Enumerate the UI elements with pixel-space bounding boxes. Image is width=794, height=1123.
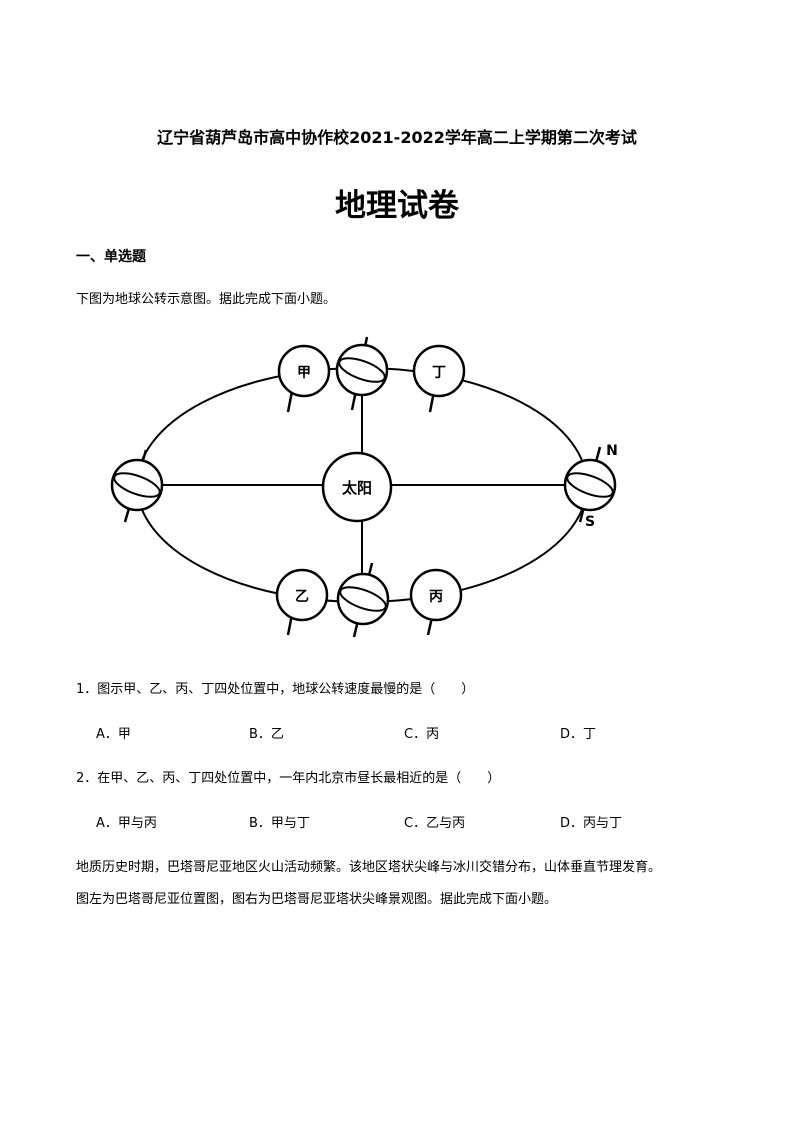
label-yi: 乙	[295, 589, 309, 605]
passage-line-1: 地质历史时期，巴塔哥尼亚地区火山活动频繁。该地区塔状尖峰与冰川交错分布，山体垂直…	[76, 860, 662, 875]
question-2-option-a: A．甲与丙	[96, 816, 157, 831]
question-2-option-b: B．甲与丁	[249, 816, 310, 831]
earth-position-bottom	[336, 562, 390, 638]
question-2-option-c: C．乙与丙	[404, 816, 466, 831]
figure-intro-text: 下图为地球公转示意图。据此完成下面小题。	[76, 292, 337, 307]
question-2-option-d: D．丙与丁	[560, 816, 623, 831]
earth-position-top	[335, 336, 389, 411]
question-1-option-a: A．甲	[96, 727, 131, 742]
question-1-option-d: D．丁	[560, 727, 597, 742]
sun-label: 太阳	[342, 479, 372, 497]
sun-circle	[321, 451, 393, 523]
passage-line-2: 图左为巴塔哥尼亚位置图，图右为巴塔哥尼亚塔状尖峰景观图。据此完成下面小题。	[76, 892, 558, 907]
label-jia: 甲	[297, 365, 311, 381]
document-subtitle: 地理试卷	[335, 188, 459, 224]
question-1-option-c: C．丙	[404, 727, 440, 742]
north-pole-label: N	[606, 443, 618, 459]
question-1-text: 1．图示甲、乙、丙、丁四处位置中，地球公转速度最慢的是（ ）	[76, 682, 475, 697]
earth-position-yi: 乙	[275, 568, 329, 636]
question-1-option-b: B．乙	[249, 727, 284, 742]
document-title: 辽宁省葫芦岛市高中协作校2021-2022学年高二上学期第二次考试	[157, 128, 637, 147]
earth-position-jia: 甲	[277, 344, 331, 413]
south-pole-label: S	[585, 514, 595, 530]
earth-position-bing: 丙	[409, 568, 463, 636]
label-bing: 丙	[429, 589, 443, 605]
label-ding: 丁	[432, 365, 446, 381]
earth-position-ding: 丁	[412, 344, 466, 413]
earth-position-left	[110, 449, 164, 523]
earth-position-right: N S	[563, 443, 618, 530]
question-2-text: 2．在甲、乙、丙、丁四处位置中，一年内北京市昼长最相近的是（ ）	[76, 771, 501, 786]
section-heading: 一、单选题	[76, 249, 146, 265]
